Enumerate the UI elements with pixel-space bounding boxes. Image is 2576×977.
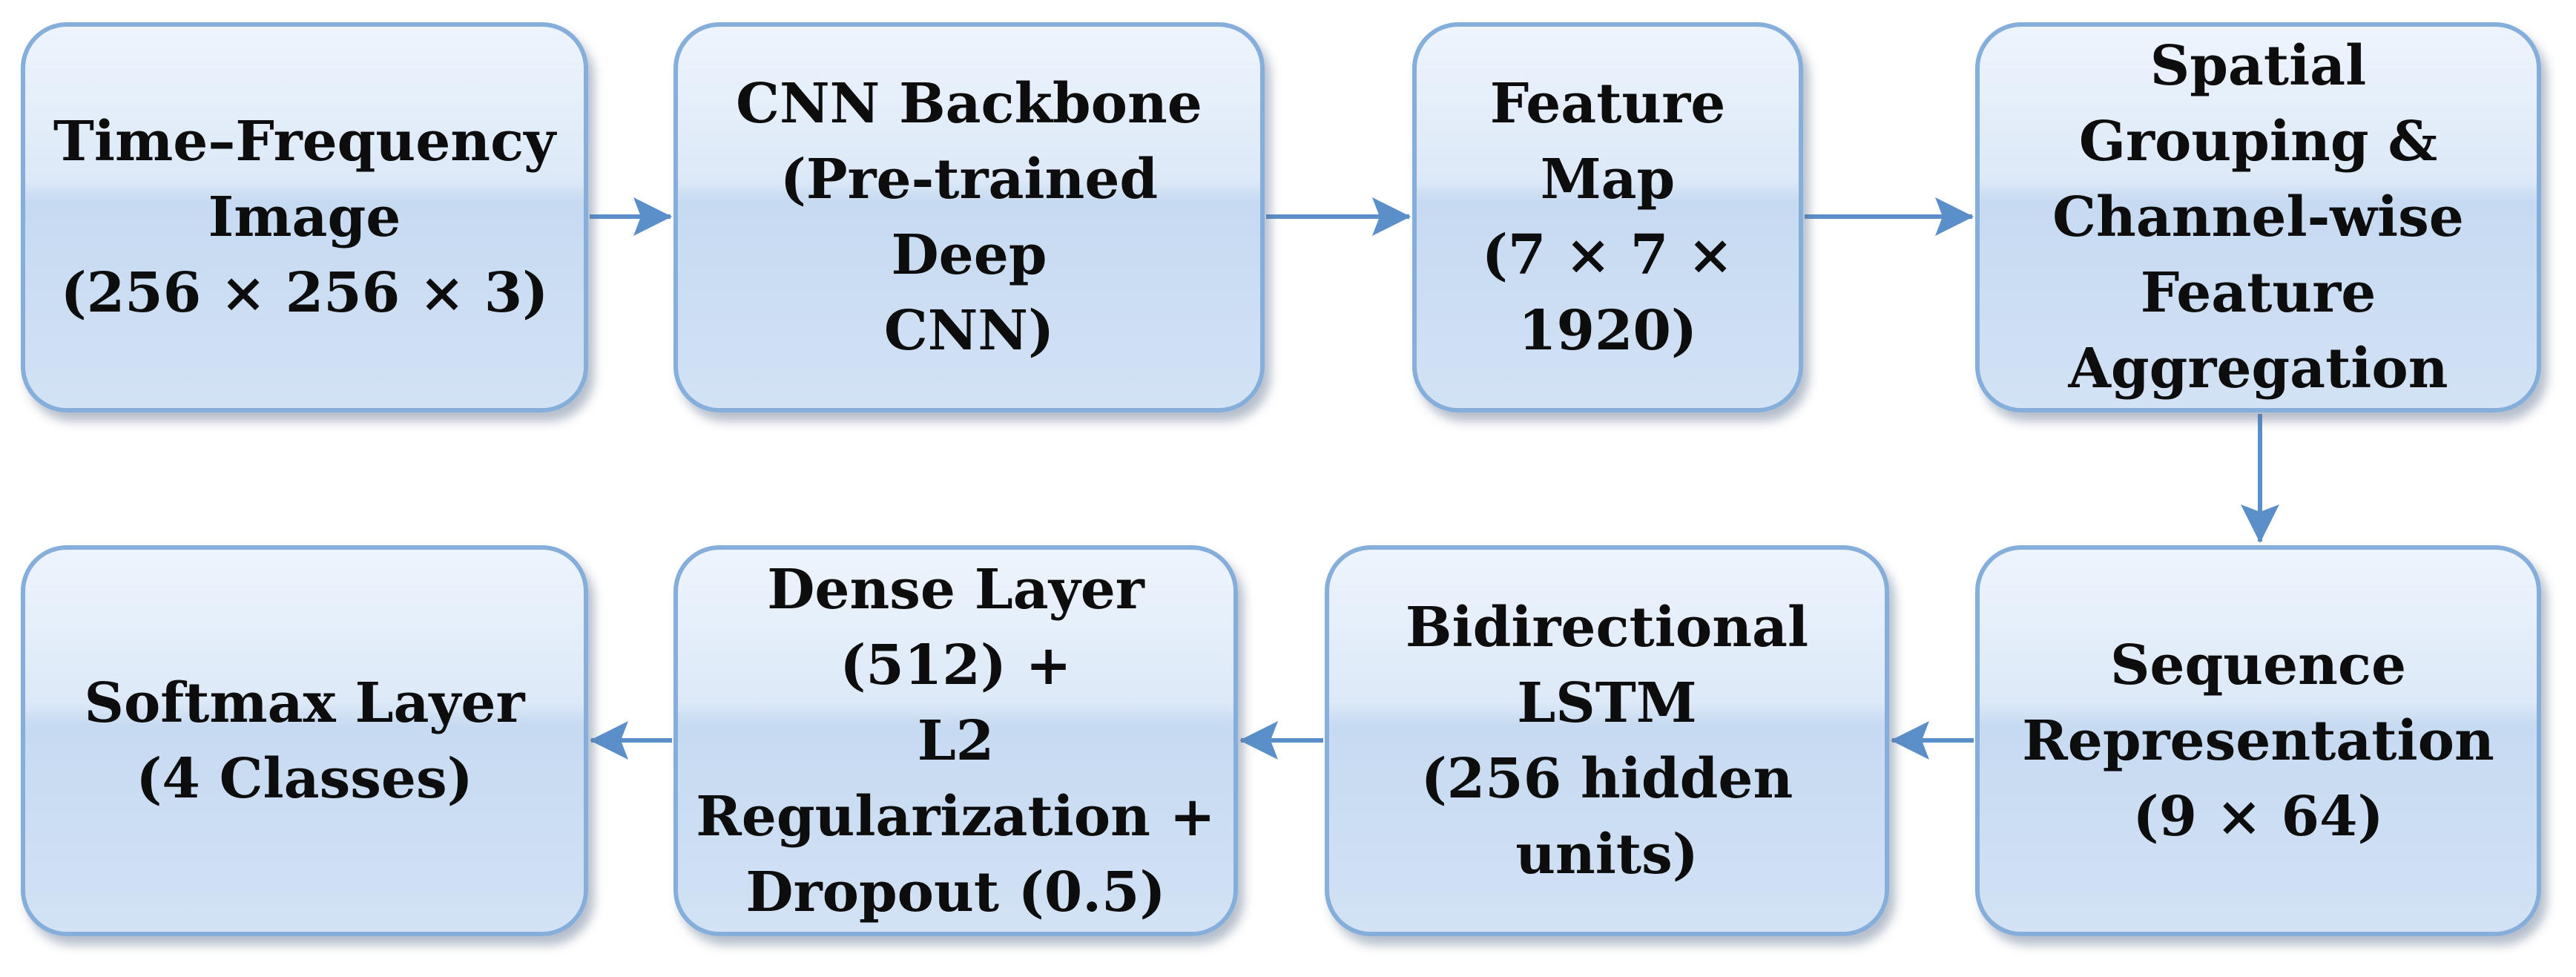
node-label: Bidirectional LSTM (256 hidden units)	[1405, 595, 1809, 886]
node-feature-map: Feature Map (7 × 7 × 1920)	[1412, 22, 1803, 412]
node-label: CNN Backbone (Pre-trained Deep CNN)	[736, 72, 1202, 363]
node-label: Feature Map (7 × 7 × 1920)	[1481, 72, 1734, 363]
node-label: Dense Layer (512) + L2 Regularization + …	[696, 557, 1216, 924]
node-time-frequency-image: Time–Frequency Image (256 × 256 × 3)	[21, 22, 588, 412]
node-label: Softmax Layer (4 Classes)	[84, 671, 525, 811]
node-bidirectional-lstm: Bidirectional LSTM (256 hidden units)	[1325, 545, 1889, 936]
node-cnn-backbone: CNN Backbone (Pre-trained Deep CNN)	[673, 22, 1265, 412]
node-spatial-grouping: Spatial Grouping & Channel-wise Feature …	[1975, 22, 2541, 412]
node-label: Sequence Representation (9 × 64)	[2022, 633, 2494, 849]
node-softmax-layer: Softmax Layer (4 Classes)	[21, 545, 588, 936]
node-label: Time–Frequency Image (256 × 256 × 3)	[53, 110, 556, 325]
node-label: Spatial Grouping & Channel-wise Feature …	[2052, 34, 2464, 401]
node-dense-layer: Dense Layer (512) + L2 Regularization + …	[673, 545, 1238, 936]
node-sequence-representation: Sequence Representation (9 × 64)	[1975, 545, 2541, 936]
